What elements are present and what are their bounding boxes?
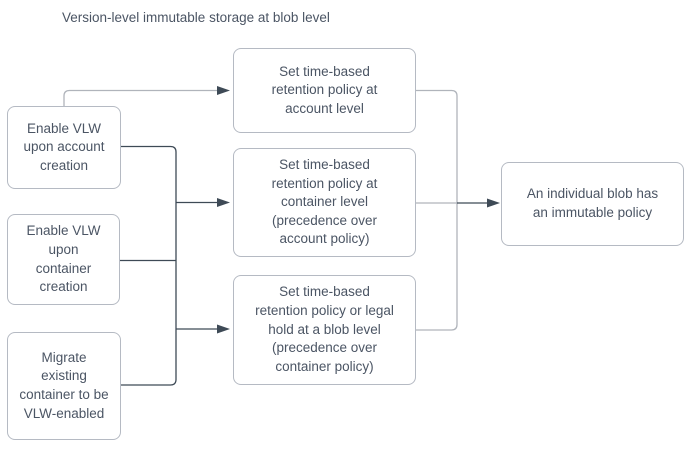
- node-label: Migrate existing container to be VLW-ena…: [19, 349, 109, 421]
- arrowhead-icon-m3: [217, 324, 230, 334]
- arrowhead-icon-m1: [217, 86, 230, 95]
- node-enable-vlw-account: Enable VLW upon account creation: [7, 106, 121, 189]
- node-blob-immutable-policy: An individual blob has an immutable poli…: [501, 162, 684, 246]
- arrowhead-icon-r1: [487, 198, 500, 208]
- node-label: Enable VLW upon container creation: [26, 223, 101, 295]
- arrowhead-icon-m2: [217, 198, 230, 207]
- node-retention-container-level: Set time-based retention policy at conta…: [233, 148, 416, 257]
- node-retention-account-level: Set time-based retention policy at accou…: [233, 48, 416, 133]
- connector-l1-l3-merge: [120, 145, 177, 386]
- node-retention-blob-level: Set time-based retention policy or legal…: [233, 275, 416, 385]
- node-label: Set time-based retention policy or legal…: [255, 284, 394, 374]
- node-label: Set time-based retention policy at accou…: [271, 63, 378, 116]
- connector-m1-m3-merge: [416, 89, 458, 331]
- node-label: Set time-based retention policy at conta…: [271, 156, 378, 247]
- diagram-title: Version-level immutable storage at blob …: [62, 10, 330, 25]
- node-label: An individual blob has an immutable poli…: [526, 186, 659, 220]
- node-enable-vlw-container: Enable VLW upon container creation: [7, 214, 120, 305]
- connector-l1-to-m1: [63, 89, 217, 106]
- node-migrate-existing-container: Migrate existing container to be VLW-ena…: [7, 332, 121, 440]
- node-label: Enable VLW upon account creation: [23, 120, 105, 173]
